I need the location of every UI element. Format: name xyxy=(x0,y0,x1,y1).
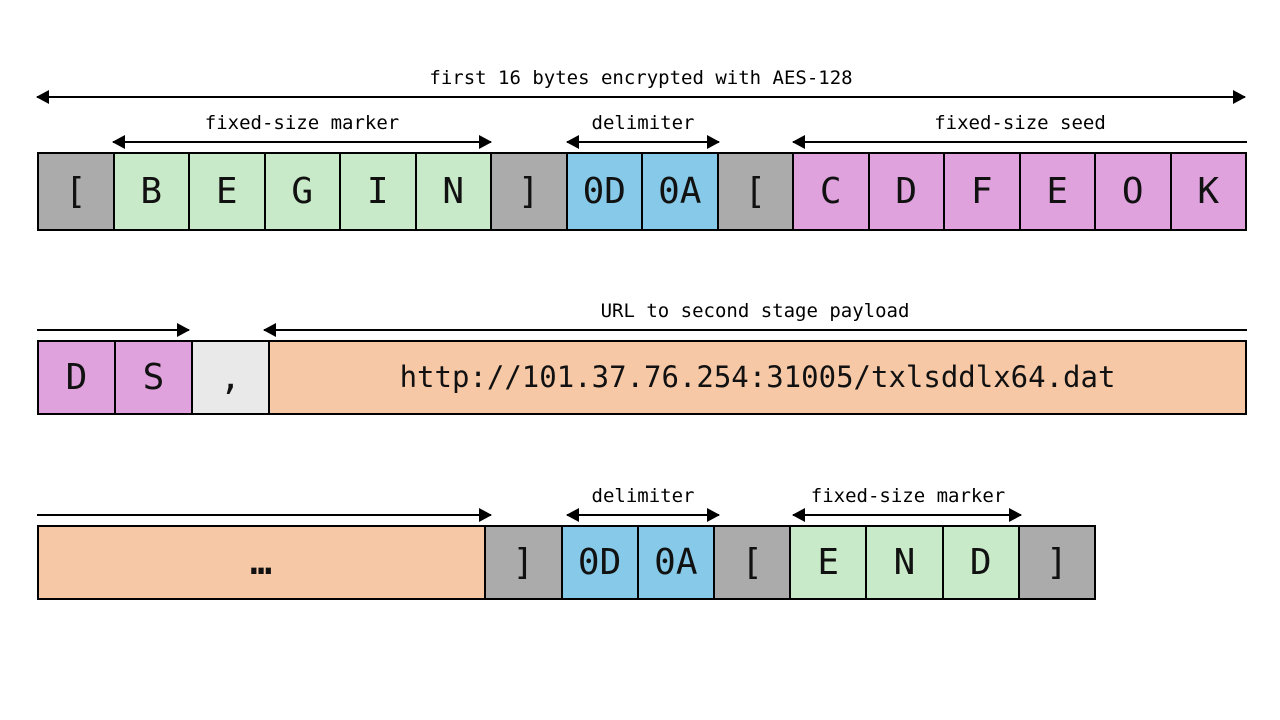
byte-cell: C xyxy=(792,154,868,229)
aes-span-arrow xyxy=(36,90,1246,104)
byte-cell: [ xyxy=(39,154,113,229)
byte-cell: E xyxy=(789,527,866,598)
url-span-label: URL to second stage payload xyxy=(600,300,910,322)
byte-cell: E xyxy=(1018,154,1094,229)
byte-cell: F xyxy=(943,154,1019,229)
byte-cell: [ xyxy=(716,154,792,229)
byte-cell: http://101.37.76.254:31005/txlsddlx64.da… xyxy=(268,342,1245,413)
byte-cell: 0D xyxy=(565,154,641,229)
byte-cell: ] xyxy=(484,527,561,598)
fixed-size-marker-arrow-bottom xyxy=(792,508,1022,522)
byte-cell: ] xyxy=(1017,527,1095,598)
fixed-size-marker-arrow-top xyxy=(112,135,492,149)
byte-cell: [ xyxy=(712,527,790,598)
byte-cell: D xyxy=(39,342,114,413)
delimiter-arrow-bottom xyxy=(566,508,720,522)
byte-cell: ] xyxy=(490,154,566,229)
fixed-size-seed-continuation-arrow xyxy=(37,323,190,337)
byte-cell: B xyxy=(112,154,188,229)
fixed-size-seed-label: fixed-size seed xyxy=(934,112,1106,134)
byte-cell: 0A xyxy=(641,154,717,229)
byte-cell: , xyxy=(191,342,268,413)
byte-cell: D xyxy=(867,154,943,229)
delimiter-label-top: delimiter xyxy=(591,112,695,134)
byte-cell: S xyxy=(114,342,191,413)
url-continuation-arrow xyxy=(37,508,492,522)
byte-cell: E xyxy=(188,154,264,229)
url-span-arrow xyxy=(263,323,1247,337)
byte-cell: I xyxy=(339,154,415,229)
byte-cell: N xyxy=(865,527,942,598)
byte-cell: … xyxy=(39,527,485,598)
delimiter-arrow-top xyxy=(566,135,720,149)
byte-cell: N xyxy=(414,154,490,229)
byte-cell: 0A xyxy=(636,527,713,598)
aes-span-label: first 16 bytes encrypted with AES-128 xyxy=(429,67,853,89)
fixed-size-marker-label-top: fixed-size marker xyxy=(204,112,400,134)
byte-cell: 0D xyxy=(560,527,637,598)
byte-cell: D xyxy=(941,527,1018,598)
byte-cell: K xyxy=(1169,154,1245,229)
byte-cell: O xyxy=(1094,154,1170,229)
fixed-size-seed-arrow xyxy=(792,135,1247,149)
fixed-size-marker-label-bottom: fixed-size marker xyxy=(810,485,1006,507)
delimiter-label-bottom: delimiter xyxy=(591,485,695,507)
byte-cell: G xyxy=(263,154,339,229)
